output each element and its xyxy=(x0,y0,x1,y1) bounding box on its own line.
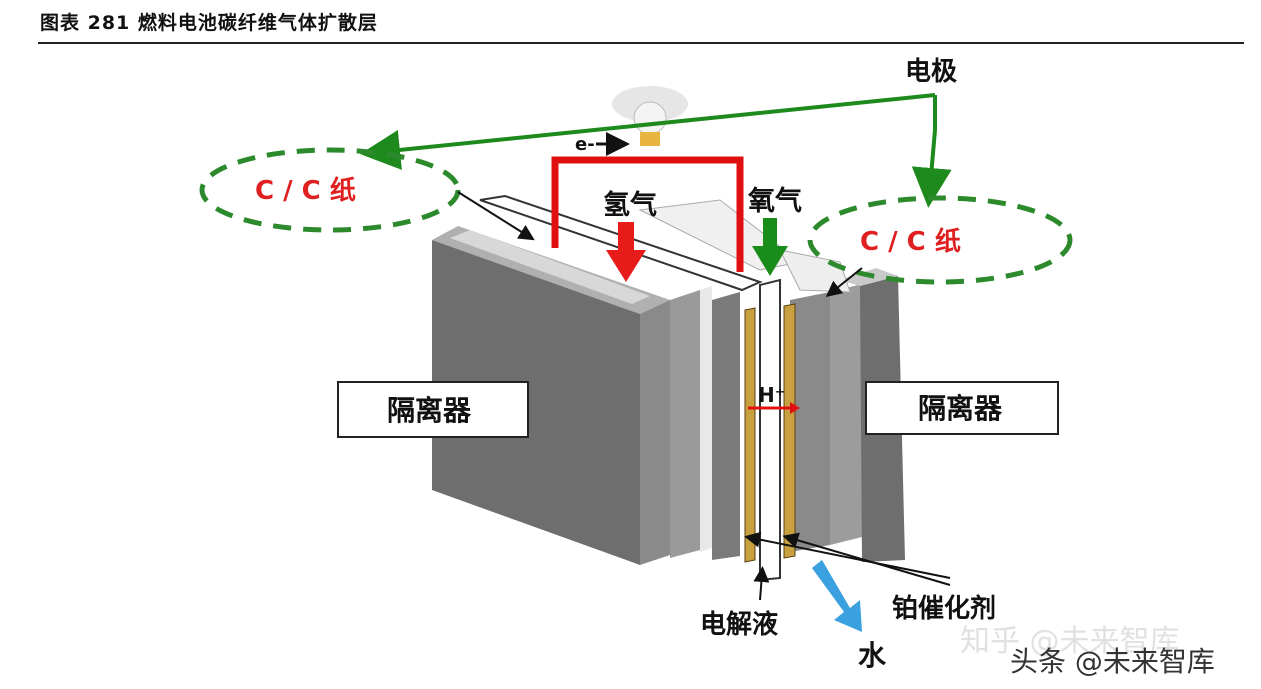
oxygen-label: 氧气 xyxy=(747,186,802,217)
hydrogen-label: 氢气 xyxy=(603,190,657,221)
separator-right-box xyxy=(865,381,1059,435)
cc-paper-left-label: C / C 纸 xyxy=(255,175,356,206)
electrolyte-membrane xyxy=(744,278,796,582)
cc-paper-left-ellipse xyxy=(199,147,461,233)
proton-label: H⁺ xyxy=(758,383,785,407)
hydrogen-arrow xyxy=(606,222,646,282)
electrode-label: 电极 xyxy=(905,57,958,87)
cc-paper-right-label: C / C 纸 xyxy=(860,226,961,257)
light-bulb-icon xyxy=(612,86,688,146)
proton-arrow xyxy=(748,402,800,414)
figure-title: 图表 281 燃料电池碳纤维气体扩散层 xyxy=(40,12,378,34)
catalyst-pointer-2 xyxy=(744,531,951,579)
electrode-pointer-arrows xyxy=(360,93,952,208)
electron-label: e- xyxy=(575,134,595,155)
separator-right-label: 隔离器 xyxy=(918,392,1003,425)
left-electrode-layers xyxy=(670,286,740,560)
cc-paper-right-ellipse xyxy=(807,195,1073,285)
electrolyte-pointer xyxy=(753,566,770,601)
cc-right-pointer xyxy=(825,267,863,297)
separator-left-box xyxy=(337,381,529,438)
oxygen-arrow xyxy=(752,218,788,276)
separator-left-label: 隔离器 xyxy=(387,394,472,427)
electrolyte-label: 电解液 xyxy=(700,610,778,640)
external-circuit-wire xyxy=(551,156,744,272)
cc-left-pointer xyxy=(457,191,535,241)
water-label: 水 xyxy=(858,639,887,672)
left-separator-plate xyxy=(432,226,670,565)
water-arrow xyxy=(812,560,862,632)
catalyst-label: 铂催化剂 xyxy=(892,594,996,624)
watermark-main: 头条 @未来智库 xyxy=(1010,645,1215,678)
title-divider xyxy=(38,42,1244,44)
watermark-ghost: 知乎 @未来智库 xyxy=(960,624,1180,659)
